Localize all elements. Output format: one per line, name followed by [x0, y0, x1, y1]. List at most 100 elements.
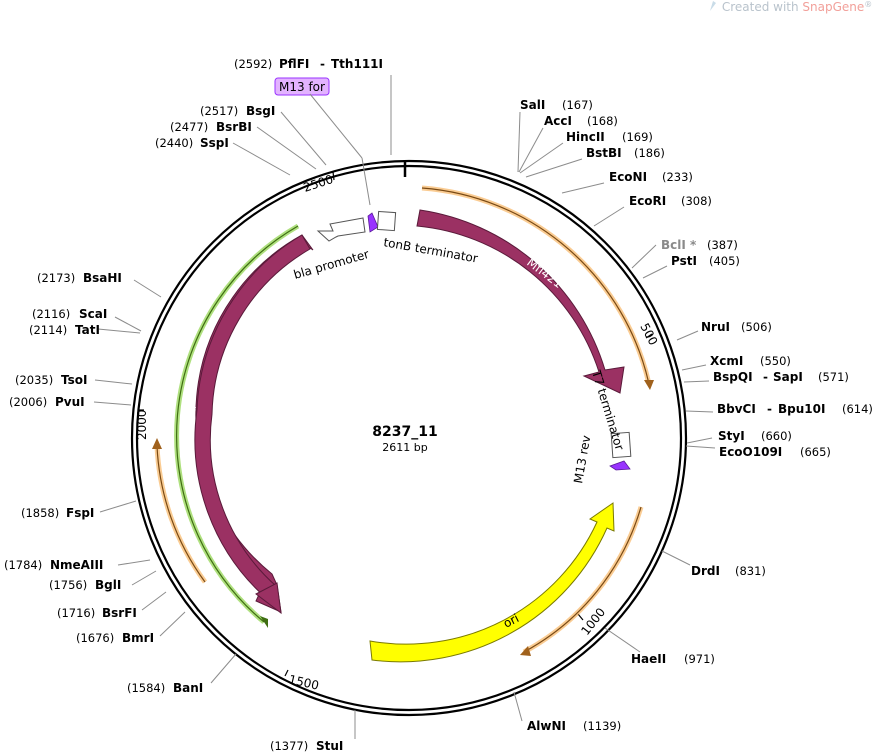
enzyme-name-econi: EcoNI	[609, 170, 647, 184]
enzyme-name-sspi: SspI	[200, 136, 229, 150]
orf-arrow-top-right	[421, 185, 652, 385]
orf-arrow-bottom-right-core	[523, 506, 642, 653]
enzyme-pos-sali: (167)	[562, 98, 593, 112]
enzyme-pos-ecori: (308)	[681, 194, 712, 208]
enzyme-pos-drdi: (831)	[735, 564, 766, 578]
enzyme-joiner-bspqi-sapi: -	[763, 370, 768, 384]
enzyme-pos-bmri: (1676)	[76, 631, 114, 645]
feature-tonb-terminator-label: tonB terminator	[382, 235, 479, 265]
feature-bla-body	[194, 234, 311, 599]
enzyme-joiner-pflfi-tth111i: -	[320, 57, 325, 71]
enzyme-name-bsrfi: BsrFI	[102, 606, 137, 620]
position-ticks	[138, 171, 653, 677]
enzyme-name-pflfi: PflFI	[279, 57, 309, 71]
enzyme-leader-lines	[93, 75, 716, 739]
enzyme-pos-bsahi: (2173)	[37, 271, 75, 285]
enzyme-name-drdi: DrdI	[691, 564, 720, 578]
enzyme-name-xcmi: XcmI	[710, 354, 743, 368]
enzyme-name-fspi: FspI	[66, 506, 94, 520]
tick-label-2500: 2500	[302, 172, 335, 195]
primer-m13-for-label-box	[274, 77, 330, 96]
enzyme-pos-bcli: (387)	[707, 238, 738, 252]
orf-arrow-left-head	[152, 438, 162, 449]
enzyme-name-bsahi: BsaHI	[83, 271, 122, 285]
tick-label-1500: 1500	[287, 672, 320, 693]
enzyme-name-scai: ScaI	[79, 307, 107, 321]
enzyme-pos-bsrfi: (1716)	[57, 606, 95, 620]
enzyme-pos-scai: (2116)	[32, 307, 70, 321]
feature-m13-rev-label: M13 rev	[571, 434, 593, 484]
enzyme-pos-pflfi-tth111i: (2592)	[234, 57, 272, 71]
enzyme-pos-nrui: (506)	[741, 320, 772, 334]
enzyme-pos-haeii: (971)	[684, 652, 715, 666]
plasmid-name: 8237_11	[372, 424, 437, 440]
enzyme-pos-bsgi: (2517)	[200, 104, 238, 118]
enzyme-pos-ecoo109i: (665)	[800, 445, 831, 459]
feature-ori-arrow	[369, 502, 615, 663]
enzyme-name-pvui: PvuI	[55, 395, 85, 409]
enzyme-name-sali: SalI	[520, 98, 545, 112]
enzyme-pos-hincii: (169)	[622, 130, 653, 144]
enzyme-name-ecoo109i: EcoO109I	[719, 445, 782, 459]
tick-label-2000: 2000	[135, 409, 149, 440]
enzyme-name-hincii: HincII	[566, 130, 605, 144]
enzyme-pos-bgli: (1756)	[49, 578, 87, 592]
primer-m13-rev-arrow	[609, 460, 631, 471]
enzyme-name-bsrbi: BsrBI	[216, 120, 252, 134]
feature-tonb-terminator-box	[376, 210, 397, 232]
feature-bla-label: bla	[182, 404, 199, 424]
enzyme-name-styi: StyI	[718, 429, 745, 443]
enzyme-pos-bani: (1584)	[127, 681, 165, 695]
enzyme-name-nrui: NruI	[701, 320, 730, 334]
feature-t7-terminator-box	[610, 431, 632, 459]
enzyme-pos-bsrbi: (2477)	[170, 120, 208, 134]
enzyme-name-tth111i: Tth111I	[331, 57, 383, 71]
enzyme-pos-psti: (405)	[709, 254, 740, 268]
enzyme-name-bsgi: BsgI	[246, 104, 275, 118]
enzyme-pos-bbvci-bpu10i: (614)	[842, 402, 873, 416]
enzyme-name-bstbi: BstBI	[586, 146, 622, 160]
enzyme-pos-tati: (2114)	[29, 323, 67, 337]
feature-ori-label: ori	[501, 611, 521, 631]
enzyme-name-bgli: BglI	[95, 578, 121, 592]
enzyme-name-bcli: BclI *	[661, 238, 697, 252]
enzyme-pos-alwni: (1139)	[583, 719, 621, 733]
enzyme-joiner-bbvci-bpu10i: -	[767, 402, 772, 416]
feature-mfl421-arrow	[416, 209, 625, 394]
enzyme-pos-pvui: (2006)	[9, 395, 47, 409]
enzyme-pos-acci: (168)	[587, 114, 618, 128]
orf-arrow-left-core	[156, 445, 206, 583]
enzyme-name-nmeaiii: NmeAIII	[50, 558, 103, 572]
backbone-outer-ring	[130, 159, 688, 717]
enzyme-name-bspqi: BspQI	[713, 370, 753, 384]
enzyme-pos-tsoi: (2035)	[15, 373, 53, 387]
watermark-prefix: Created with	[721, 0, 803, 14]
enzyme-pos-bstbi: (186)	[634, 146, 665, 160]
enzyme-pos-styi: (660)	[761, 429, 792, 443]
enzyme-name-alwni: AlwNI	[527, 719, 566, 733]
orf-arrow-green-head	[260, 616, 268, 628]
enzyme-name-psti: PstI	[671, 254, 697, 268]
orf-arrow-green-core	[176, 225, 299, 623]
enzyme-name-bmri: BmrI	[122, 631, 154, 645]
primer-m13-for-label: M13 for	[279, 80, 325, 94]
watermark-brand: SnapGene	[802, 0, 865, 14]
enzyme-pos-bspqi-sapi: (571)	[818, 370, 849, 384]
enzyme-pos-xcmi: (550)	[760, 354, 791, 368]
enzyme-name-bani: BanI	[173, 681, 203, 695]
backbone-inner-ring	[135, 164, 683, 712]
enzyme-name-acci: AccI	[544, 114, 572, 128]
feature-bla-promoter-arrow	[316, 217, 366, 242]
enzyme-name-ecori: EcoRI	[629, 194, 666, 208]
orf-arrow-top-right-core	[421, 187, 650, 385]
feature-mfl421-label: Mfl421	[524, 255, 565, 291]
enzyme-name-stui: StuI	[316, 739, 343, 753]
enzyme-pos-fspi: (1858)	[21, 506, 59, 520]
enzyme-name-tati: TatI	[75, 323, 100, 337]
enzyme-name-bbvci: BbvCI	[717, 402, 756, 416]
enzyme-pos-econi: (233)	[662, 170, 693, 184]
orf-arrow-bottom-right-head	[520, 646, 531, 656]
watermark-registered-mark: ®	[864, 0, 873, 9]
orf-arrow-top-right-head	[644, 380, 654, 390]
